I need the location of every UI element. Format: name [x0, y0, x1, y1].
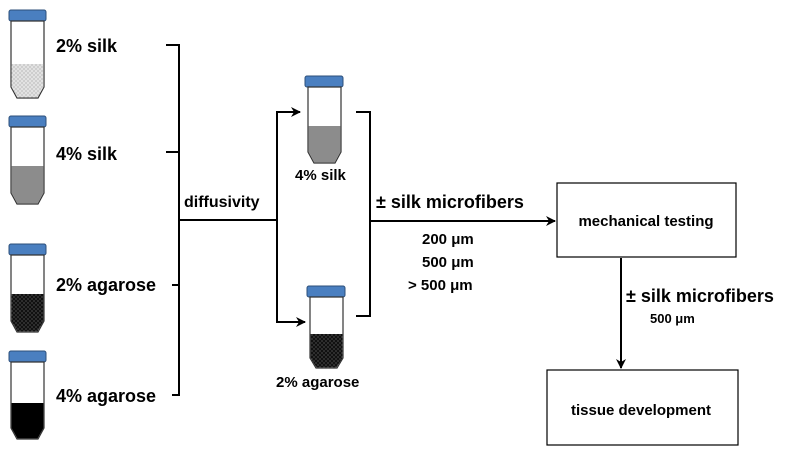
tube-2pct-agarose	[8, 243, 47, 333]
tube-mid-4pct-silk	[304, 75, 344, 164]
tube-icon	[306, 285, 346, 369]
fiber-size-200: 200 μm	[422, 231, 474, 248]
fiber-size-over-500: > 500 μm	[408, 277, 473, 294]
right-bracket	[356, 111, 556, 317]
tube-icon	[8, 115, 47, 205]
split-connector	[276, 107, 306, 327]
fiber-size-500-b: 500 μm	[650, 311, 695, 326]
tube-icon	[8, 350, 47, 440]
tube-mid-2pct-agarose	[306, 285, 346, 369]
diffusivity-label: diffusivity	[184, 194, 260, 211]
tube-4pct-agarose	[8, 350, 47, 440]
fiber-size-500: 500 μm	[422, 254, 474, 271]
label-2pct-agarose: 2% agarose	[56, 275, 156, 295]
mechanical-testing-label: mechanical testing	[578, 213, 713, 230]
microfibers-label-2: ± silk microfibers	[626, 286, 774, 306]
tube-icon	[8, 9, 47, 99]
tissue-development-box	[546, 369, 739, 446]
label-mid-4pct-silk: 4% silk	[295, 167, 347, 184]
tissue-development-label: tissue development	[571, 402, 711, 419]
label-4pct-silk: 4% silk	[56, 144, 118, 164]
mechanical-testing-box	[556, 182, 737, 258]
label-mid-2pct-agarose: 2% agarose	[276, 374, 359, 391]
left-bracket	[166, 44, 276, 396]
label-2pct-silk: 2% silk	[56, 36, 118, 56]
label-4pct-agarose: 4% agarose	[56, 386, 156, 406]
tube-icon	[8, 243, 47, 333]
tube-4pct-silk	[8, 115, 47, 205]
tube-icon	[304, 75, 344, 164]
microfibers-label-1: ± silk microfibers	[376, 192, 524, 212]
tube-2pct-silk	[8, 9, 47, 99]
